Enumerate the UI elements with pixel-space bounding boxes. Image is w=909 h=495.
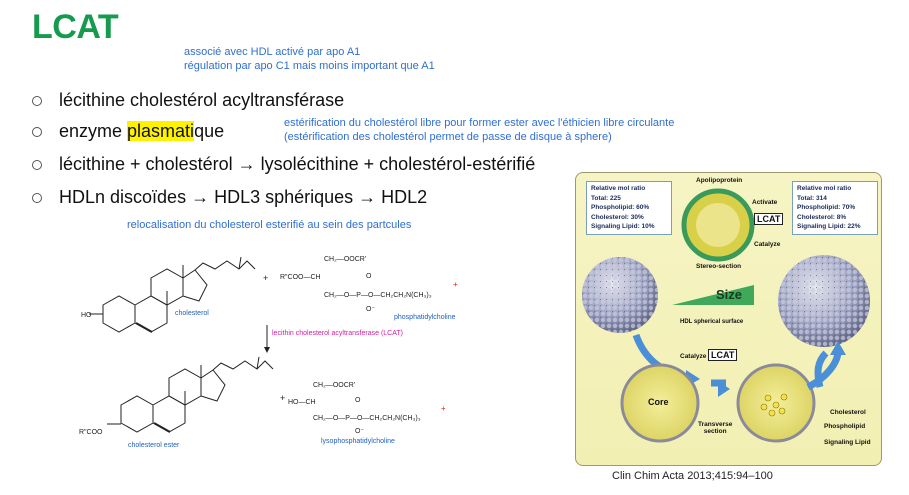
bullet-1-text: lécithine cholestérol acyltransférase <box>59 90 345 110</box>
hdl-figure: Relative mol ratio Total: 225 Phospholip… <box>575 172 882 466</box>
plus-1: + <box>263 273 268 283</box>
core-label: Core <box>648 397 669 407</box>
note-relocalisation: relocalisation du cholesterol esterifié … <box>127 219 412 231</box>
lpc-o-top: O <box>355 397 361 404</box>
pc-line-3: CH₂—O—P—O—CH₂CH₂N(CH₃)₃ <box>324 292 432 299</box>
pc-charge: + <box>453 280 458 289</box>
cholesterol-ester-label: cholesterol ester <box>128 442 180 449</box>
lpc-charge: + <box>441 404 446 413</box>
bullet-marker <box>32 95 42 106</box>
pc-o-minus: O⁻ <box>366 306 375 313</box>
activate-label: Activate <box>752 199 778 206</box>
stereo-section-label: Stereo-section <box>696 263 742 270</box>
hdl-surface-label: HDL spherical surface <box>680 319 744 325</box>
bullet-3: lécithine + cholestérol → lysolécithine … <box>32 154 535 175</box>
lcat-box-top: LCAT <box>754 213 784 225</box>
box-left-line-2: Total: 225 <box>591 194 621 202</box>
pc-o-top: O <box>366 273 372 280</box>
box-left-line-5: Signaling Lipid: 10% <box>591 223 655 230</box>
box-right-line-1: Relative mol ratio <box>797 185 852 192</box>
size-triangle <box>672 285 754 305</box>
legend-phospholipid: Phospholipid <box>824 423 866 430</box>
cholesterol-structure <box>89 256 256 333</box>
lcat-box-bottom: LCAT <box>708 349 738 361</box>
highlighted-text: plasmati <box>127 121 195 141</box>
apolipoprotein-label: Apolipoprotein <box>696 177 743 184</box>
note-enzyme-line-1: estérification du cholestérol libre pour… <box>284 117 675 129</box>
bullet-2: enzyme plasmatique <box>32 121 224 142</box>
bullet-3-text: lécithine + cholestérol → lysolécithine … <box>59 154 536 174</box>
box-left-line-4: Cholesterol: 30% <box>591 213 644 221</box>
bullet-1: lécithine cholestérol acyltransférase <box>32 90 344 111</box>
bullet-marker <box>32 159 42 170</box>
note-top: associé avec HDL activé par apo A1 régul… <box>184 45 435 73</box>
box-right-line-3: Phospholipid: 70% <box>797 204 856 211</box>
catalyze-label-bottom: Catalyze <box>680 353 707 360</box>
box-left-line-1: Relative mol ratio <box>591 185 646 192</box>
box-right-line-2: Total: 314 <box>797 194 827 202</box>
reaction-diagram: HO cholesterol + CH₂—OOCR' R"COO—CH CH₂—… <box>75 235 505 455</box>
bullet-2-pre: enzyme <box>59 121 128 141</box>
lpc-label: lysophosphatidylcholine <box>321 438 395 445</box>
pc-line-1: CH₂—OOCR' <box>324 256 366 263</box>
pc-line-2: R"COO—CH <box>280 274 321 281</box>
box-left-line-3: Phospholipid: 60% <box>591 204 650 211</box>
bullet-2-text: enzyme plasmatique <box>59 121 224 142</box>
note-top-line-1: associé avec HDL activé par apo A1 <box>184 46 361 58</box>
enzyme-label: lecithin cholesterol acyltransferase (LC… <box>272 330 403 337</box>
box-right-line-4: Cholesterol: 8% <box>797 213 847 221</box>
bullet-marker <box>32 126 42 137</box>
composition-box-right: Relative mol ratio Total: 314 Phospholip… <box>792 181 878 235</box>
note-enzyme: estérification du cholestérol libre pour… <box>284 116 674 144</box>
box-right-line-5: Signaling Lipid: 22% <box>797 223 861 230</box>
pc-label: phosphatidylcholine <box>394 314 456 321</box>
core-sphere <box>620 363 700 443</box>
cholesterol-ester-structure <box>107 356 274 433</box>
lpc-line-1: CH₂—OOCR' <box>313 382 355 389</box>
slide-title: LCAT <box>32 8 119 46</box>
citation: Clin Chim Acta 2013;415:94–100 <box>612 470 773 482</box>
bullet-marker <box>32 192 42 203</box>
size-label: Size <box>716 287 743 302</box>
bullet-4: HDLn discoïdes → HDL3 sphériques → HDL2 <box>32 187 427 208</box>
lpc-line-3: CH₂—O—P—O—CH₂CH₂N(CH₃)₃ <box>313 415 421 422</box>
cholesterol-label: cholesterol <box>175 310 209 317</box>
plus-2: + <box>280 393 285 403</box>
legend-cholesterol: Cholesterol <box>830 409 866 416</box>
bullet-2-post: que <box>194 121 225 141</box>
lpc-line-2: HO—CH <box>288 399 316 406</box>
note-top-line-2: régulation par apo C1 mais moins importa… <box>184 60 435 72</box>
note-enzyme-line-2: (estérification des cholestérol permet d… <box>284 131 612 143</box>
catalyze-label: Catalyze <box>754 241 781 248</box>
composition-box-left: Relative mol ratio Total: 225 Phospholip… <box>586 181 672 235</box>
bullet-4-text: HDLn discoïdes → HDL3 sphériques → HDL2 <box>59 187 428 207</box>
transverse-label: Transverse section <box>698 421 733 435</box>
rcoo-label: R"COO <box>79 429 103 436</box>
lpc-o-minus: O⁻ <box>355 428 364 435</box>
ho-label: HO <box>81 312 92 319</box>
legend-signaling: Signaling Lipid <box>824 439 871 446</box>
